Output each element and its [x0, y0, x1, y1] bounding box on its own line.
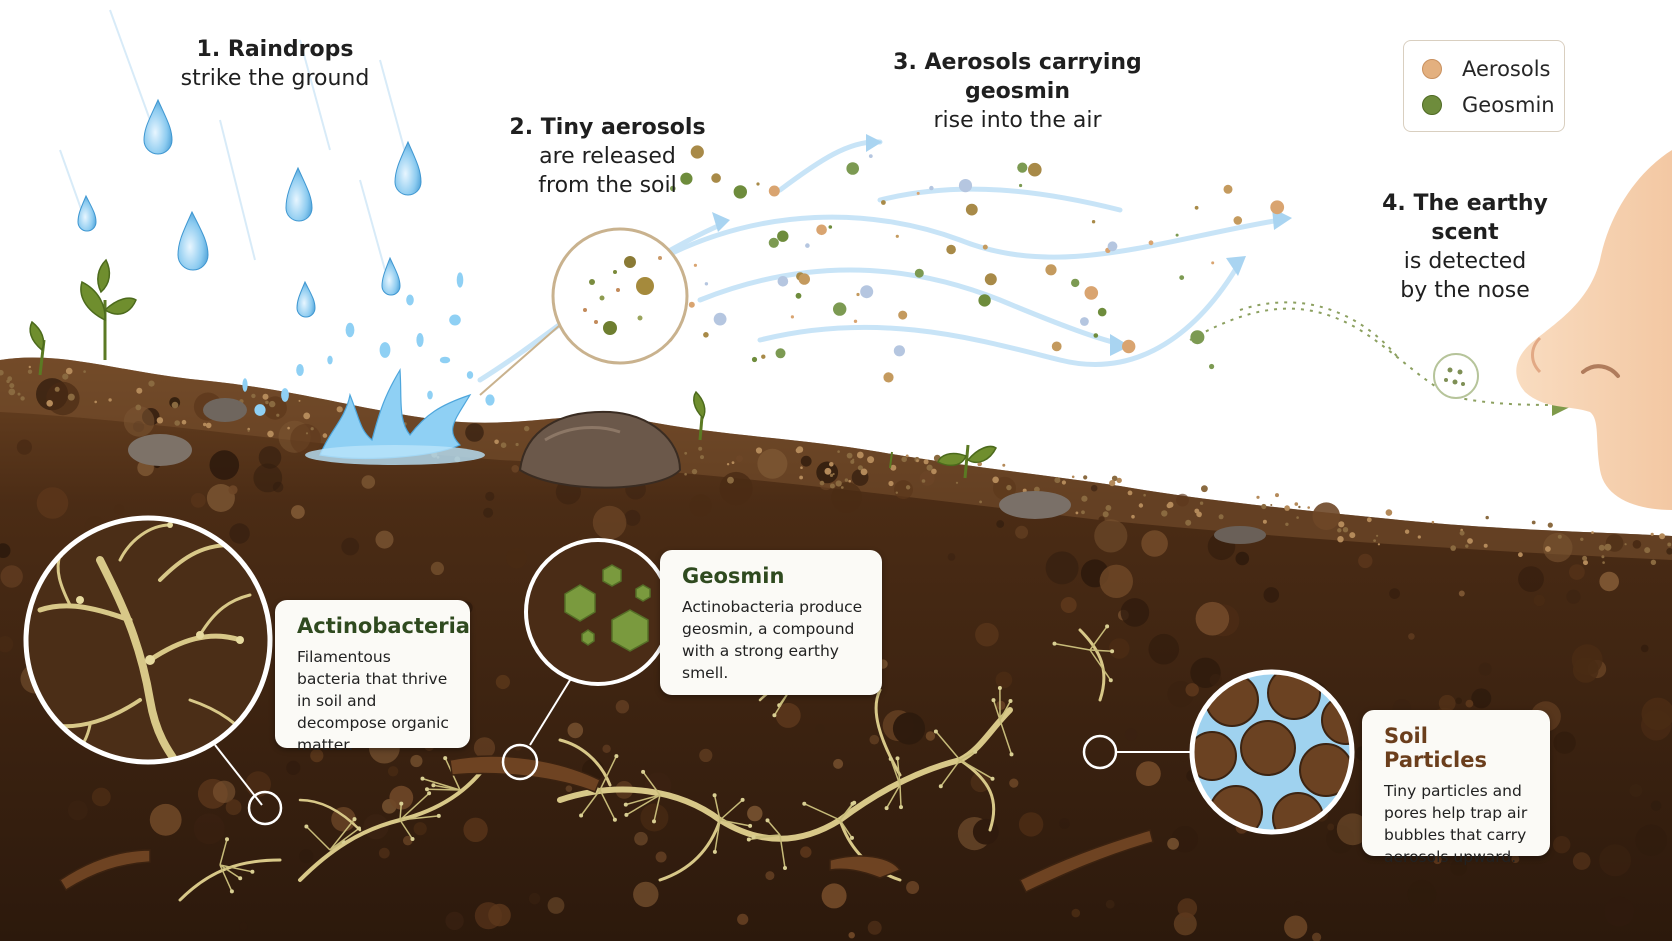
step-3-label: 3. Aerosols carrying geosmin rise into t… — [850, 48, 1185, 135]
geosmin-dot-icon — [1422, 95, 1442, 115]
legend-label-geosmin: Geosmin — [1462, 93, 1555, 117]
nose-icon — [1516, 150, 1672, 510]
step-1-number: 1. — [196, 37, 221, 62]
geosmin-card-title: Geosmin — [682, 564, 785, 588]
scent-magnifier-dots — [1444, 367, 1465, 386]
aerosol-connector — [479, 324, 561, 396]
step-3-text: rise into the air — [933, 108, 1102, 133]
step-1-label: 1. Raindrops strike the ground — [170, 35, 380, 93]
geosmin-magnifier — [524, 538, 672, 686]
scent-trail — [1189, 301, 1561, 406]
raindrop-icon — [77, 98, 422, 318]
soil-particles-card: Soil Particles Tiny particles and pores … — [1362, 710, 1550, 866]
callout-connectors — [214, 671, 1192, 826]
step-3-number: 3. — [893, 50, 917, 75]
legend-item-aerosols: Aerosols — [1422, 57, 1551, 81]
soil-particles-card-body: Tiny particles and pores help trap air b… — [1384, 782, 1528, 866]
splash-icon — [305, 368, 485, 465]
aerosol-magnifier-icon — [551, 227, 689, 365]
step-4-number: 4. — [1382, 191, 1406, 216]
step-2-text: are released — [539, 144, 676, 169]
legend-item-geosmin: Geosmin — [1422, 93, 1555, 117]
organic-debris — [58, 755, 1154, 893]
actinobacteria-magnifier — [23, 515, 273, 765]
aerosol-dot-icon — [1422, 59, 1442, 79]
soil-particles-card-title: Soil Particles — [1384, 724, 1487, 772]
topsoil-crust — [0, 357, 1672, 560]
geosmin-card-body: Actinobacteria produce geosmin, a compou… — [682, 598, 863, 682]
step-3-title: Aerosols carrying geosmin — [924, 50, 1142, 104]
step-4-text-2: by the nose — [1400, 278, 1530, 303]
sprout-icon — [29, 258, 997, 479]
actinobacteria-card-body: Filamentous bacteria that thrive in soil… — [297, 648, 449, 754]
splash-droplets — [242, 272, 495, 416]
step-4-title: The earthy scent — [1413, 191, 1548, 245]
step-2-label: 2. Tiny aerosols are released from the s… — [500, 113, 715, 200]
actinobacteria-card: Actinobacteria Filamentous bacteria that… — [275, 600, 470, 754]
legend: Aerosols Geosmin — [1403, 40, 1565, 132]
step-2-title: Tiny aerosols — [540, 115, 706, 140]
step-1-title: Raindrops — [227, 37, 354, 62]
aerosol-particles — [662, 145, 1285, 383]
airflow-arrowheads — [712, 134, 1292, 356]
actinobacteria-card-title: Actinobacteria — [297, 614, 470, 638]
step-1-text: strike the ground — [180, 66, 370, 91]
legend-label-aerosols: Aerosols — [1462, 57, 1551, 81]
rocks — [128, 398, 1266, 544]
filament-branches — [219, 624, 1115, 894]
scent-magnifier — [1433, 353, 1479, 399]
step-2-text-2: from the soil — [538, 173, 677, 198]
step-4-text: is detected — [1403, 249, 1527, 274]
step-2-number: 2. — [509, 115, 534, 140]
rain-streaks — [59, 9, 411, 271]
geosmin-card: Geosmin Actinobacteria produce geosmin, … — [660, 550, 882, 695]
step-4-label: 4. The earthy scent is detected by the n… — [1345, 189, 1585, 305]
